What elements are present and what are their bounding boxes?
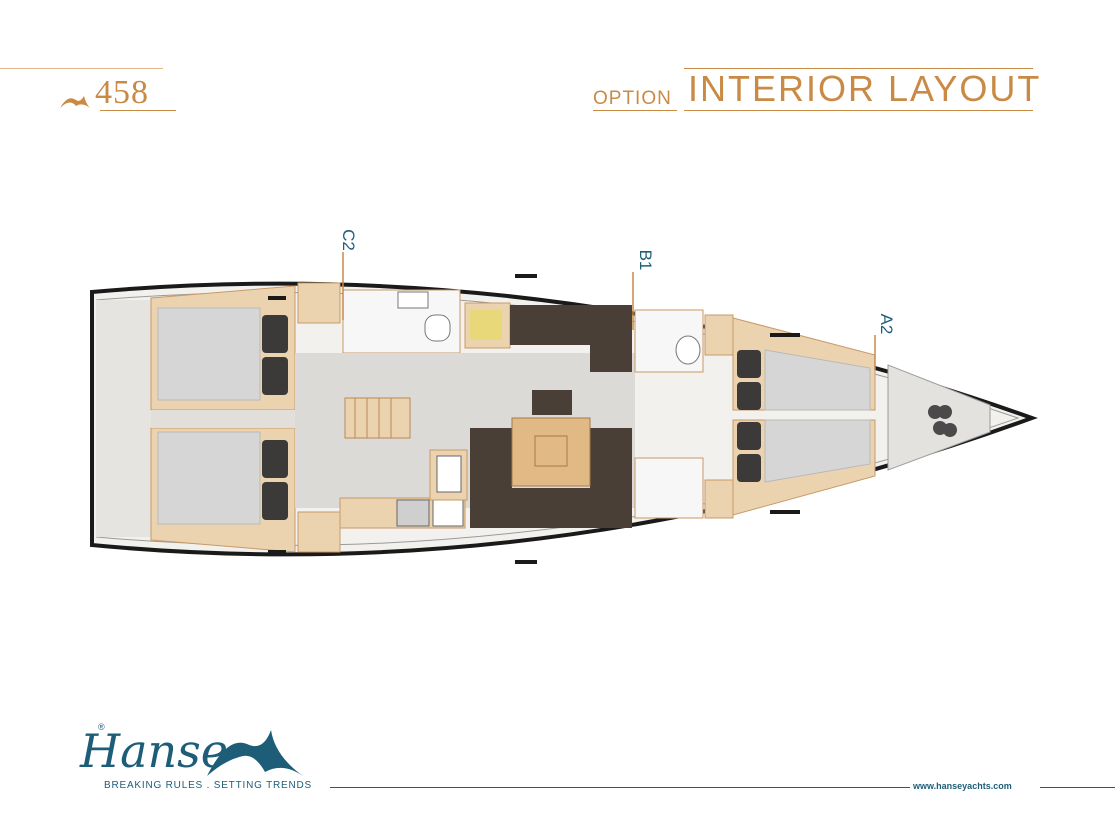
forward-starboard-locker — [704, 479, 734, 519]
forward-port-toilet — [675, 335, 701, 365]
aft-starboard-berth-pillows — [262, 440, 288, 520]
title-rule-bottom — [684, 110, 1033, 111]
model-rule-bottom — [100, 110, 176, 111]
brand-tagline: BREAKING RULES . SETTING TRENDS — [104, 780, 312, 791]
aft-starboard-berth — [157, 431, 261, 525]
cabin-label-b1: B1 — [636, 250, 655, 271]
saloon-stool — [532, 390, 572, 415]
footer-rule-end — [1040, 787, 1115, 788]
title-rule-top — [684, 68, 1033, 69]
companionway-treads — [354, 398, 392, 438]
forward-starboard-shower — [634, 457, 704, 519]
companionway-steps — [344, 397, 411, 439]
forward-starboard-berth — [764, 419, 871, 483]
aft-head-toilet — [424, 314, 451, 342]
saloon-table-leaf — [534, 435, 568, 467]
galley-sink — [436, 455, 462, 493]
website-link[interactable]: www.hanseyachts.com — [913, 781, 1012, 791]
aft-port-berth-pillows — [262, 315, 288, 395]
brand-logo-text: Hanse — [80, 724, 228, 778]
page-title: INTERIOR LAYOUT — [688, 68, 1042, 109]
port-saloon-settee-end — [590, 340, 632, 372]
hanse-wave-logo-icon — [207, 730, 303, 776]
port-saloon-settee-back — [510, 305, 632, 345]
option-label: OPTION — [593, 88, 672, 109]
registered-mark: ® — [98, 722, 105, 732]
cabin-label-a2: A2 — [877, 314, 896, 335]
footer-rule — [330, 787, 910, 788]
saloon-table — [511, 417, 591, 487]
galley-stove — [396, 499, 430, 527]
forward-port-berth — [764, 349, 871, 411]
starboard-wardrobe — [297, 511, 341, 553]
nav-chart — [470, 310, 502, 340]
model-number: 458 — [95, 74, 149, 111]
hanse-wave-icon — [60, 96, 90, 108]
galley-fridge — [432, 499, 464, 527]
forward-port-locker — [704, 314, 734, 356]
model-rule-top — [0, 68, 163, 69]
forward-berth-pillows — [737, 350, 761, 482]
aft-head-sink — [397, 291, 429, 309]
cabin-label-c2: C2 — [339, 229, 358, 251]
aft-cockpit-area — [96, 300, 151, 537]
hull-portlights — [268, 274, 800, 564]
port-wardrobe — [297, 282, 341, 324]
starboard-saloon-settee — [470, 428, 632, 528]
aft-cabin-divider — [151, 410, 295, 428]
aft-port-berth — [157, 307, 261, 401]
option-underline — [593, 110, 677, 111]
forepeak-fenders — [928, 405, 957, 437]
